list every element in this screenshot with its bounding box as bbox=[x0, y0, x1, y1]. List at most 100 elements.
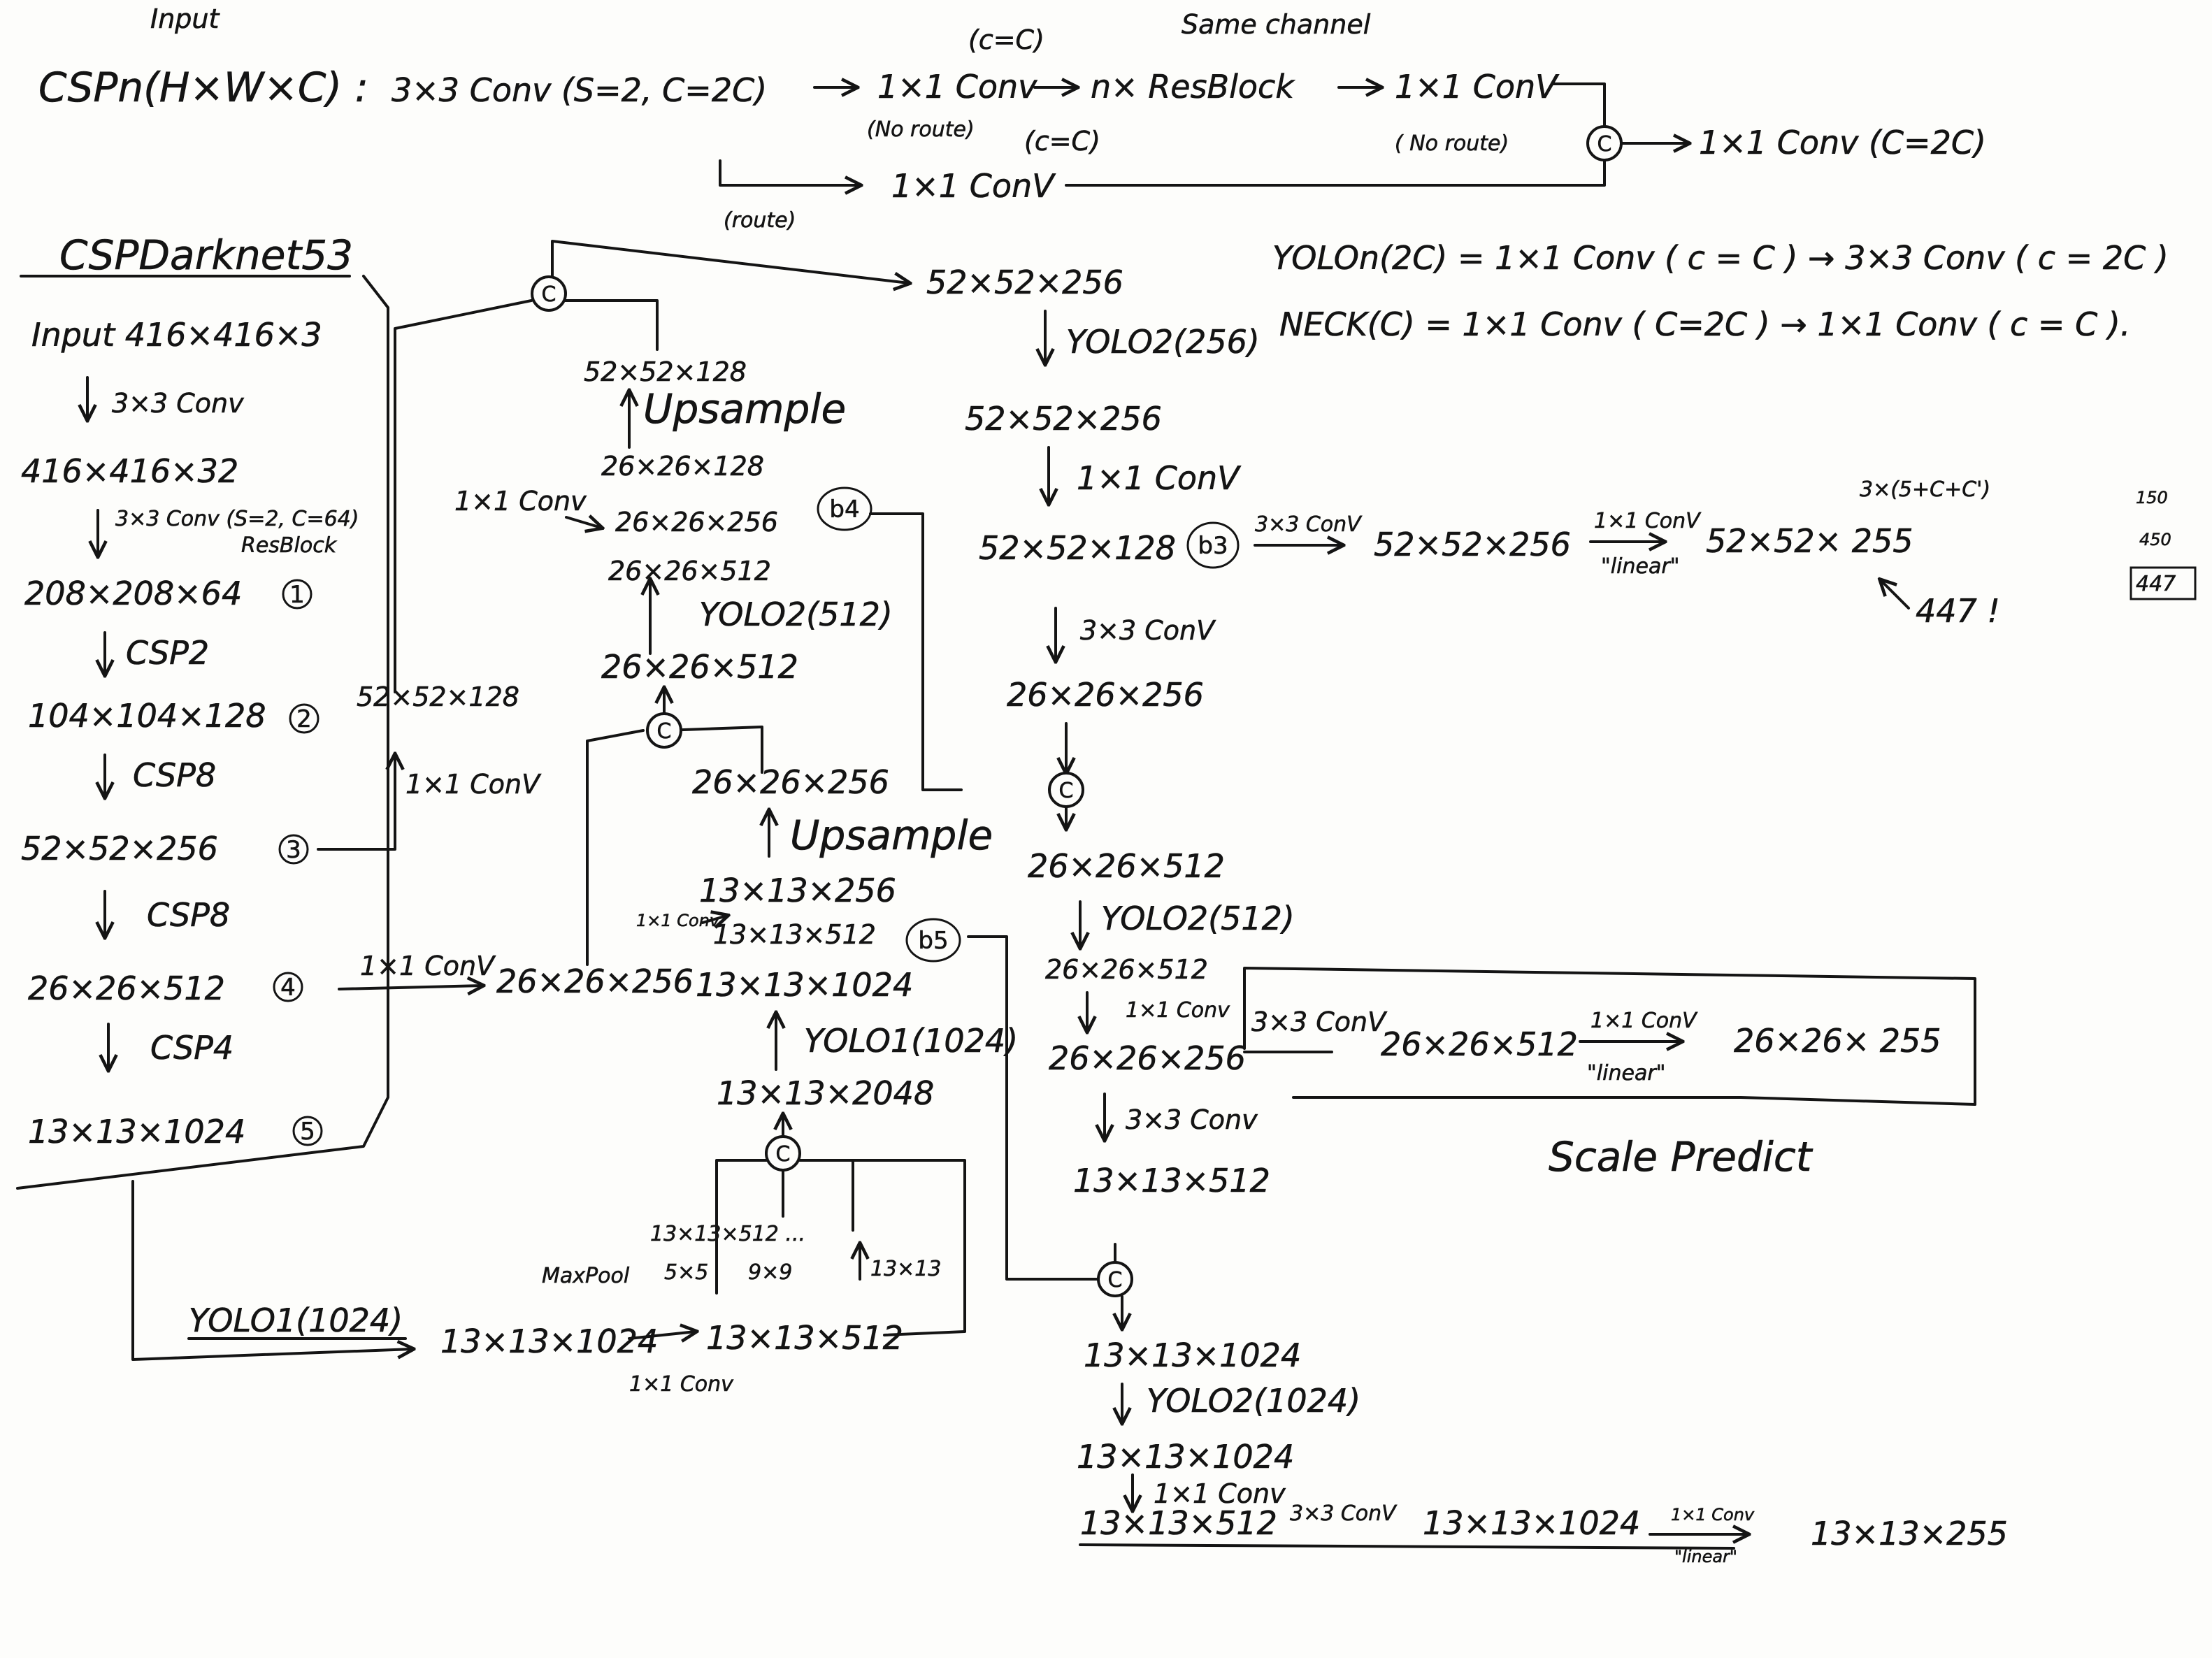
spp-num: b5 bbox=[918, 927, 948, 955]
route-52-line bbox=[317, 755, 395, 851]
head-t-52-256: 52×52×256 bbox=[926, 264, 1123, 301]
head-t-13-1024b: 13×13×1024 bbox=[1077, 1438, 1294, 1476]
head-conv-3: 3×3 ConV bbox=[1255, 512, 1363, 537]
index-circle bbox=[292, 1116, 323, 1146]
head-t-26-512b: 26×26×512 bbox=[1045, 954, 1208, 985]
head-linear: "linear" bbox=[1601, 554, 1679, 579]
backbone-t3: 104×104×128 bbox=[28, 697, 266, 735]
spp-t-26-256: 26×26×256 bbox=[692, 763, 889, 801]
head-26: 3×3 ConV 26×26×256 C 26×26×512 YOLO2(512… bbox=[1007, 607, 1976, 1181]
spp-k9: 9×9 bbox=[748, 1260, 792, 1285]
side-447: 447 bbox=[2136, 572, 2176, 596]
head-conv-lin: 1×1 ConV bbox=[1594, 509, 1702, 533]
head-conv-down2: 3×3 Conv bbox=[1126, 1104, 1258, 1135]
concat-26-label: C bbox=[1059, 779, 1074, 803]
head-t-26-512c: 26×26×512 bbox=[1381, 1025, 1578, 1063]
head-conv-26-3: 3×3 ConV bbox=[1251, 1007, 1388, 1037]
top-concat-node bbox=[531, 275, 567, 312]
mid-t-26-128: 26×26×128 bbox=[601, 451, 764, 482]
neck-definition: NECK(C) = 1×1 Conv ( C=2C ) → 1×1 Conv (… bbox=[1279, 305, 2130, 343]
spp-conv: 1×1 Conv bbox=[629, 1372, 734, 1397]
backbone-title: CSPDarknet53 bbox=[59, 231, 353, 279]
head-formula: 3×(5+C+C') bbox=[1860, 477, 1990, 502]
mid-yolo2: YOLO2(512) bbox=[699, 596, 893, 633]
csp-conv-out: 1×1 Conv (C=2C) bbox=[1699, 124, 1986, 161]
mid-conv-1x1b: 1×1 Conv bbox=[454, 486, 587, 517]
concat-13-label: C bbox=[1108, 1268, 1123, 1292]
head-t-13-out: 13×13×255 bbox=[1811, 1515, 2008, 1552]
spp-t-1024: 13×13×1024 bbox=[696, 966, 913, 1004]
route-52-conv: 1×1 ConV bbox=[405, 769, 542, 800]
route-52-branch: 52×52×128 1×1 ConV bbox=[317, 299, 542, 851]
backbone-t3-num: 2 bbox=[296, 705, 312, 733]
backbone-input: Input 416×416×3 bbox=[31, 316, 322, 354]
head-t-52-256b: 52×52×256 bbox=[965, 400, 1162, 438]
spp-t-in: 13×13×1024 bbox=[440, 1322, 658, 1360]
backbone-t2: 208×208×64 bbox=[24, 575, 242, 612]
index-circle bbox=[289, 703, 319, 734]
head-linear-26: "linear" bbox=[1587, 1061, 1665, 1086]
head-t-52-128: 52×52×128 bbox=[979, 529, 1176, 567]
scale-predict-bracket-top bbox=[1243, 967, 1976, 1106]
head-t-26-256: 26×26×256 bbox=[1007, 676, 1204, 714]
head-t-52-256c: 52×52×256 bbox=[1374, 526, 1571, 563]
csp-no-route-a: (No route) bbox=[867, 117, 975, 142]
head-t-26-256b: 26×26×256 bbox=[1049, 1039, 1246, 1077]
head-note-447: 447 ! bbox=[1916, 592, 2000, 630]
route-line bbox=[719, 159, 860, 185]
csp-concat-label: C bbox=[1597, 132, 1612, 157]
input-note: Input bbox=[150, 3, 220, 34]
backbone-op5: CSP8 bbox=[147, 896, 230, 934]
csp-c-eq-c-2: (c=C) bbox=[1024, 126, 1100, 157]
route-26-branch: 1×1 ConV 26×26×256 bbox=[338, 729, 694, 1000]
spp-t-256: 13×13×256 bbox=[699, 872, 896, 909]
head-conv-26-lin: 1×1 ConV bbox=[1590, 1009, 1698, 1033]
arrow-to-255 bbox=[1881, 580, 1910, 610]
backbone-t5-num: 4 bbox=[280, 974, 296, 1002]
head-conv-26: 1×1 Conv bbox=[1126, 998, 1230, 1023]
csp-definition: Input CSPn(H×W×C) : 3×3 Conv (S=2, C=2C)… bbox=[38, 3, 1987, 233]
mid-upsample: Upsample bbox=[643, 385, 846, 433]
route-26-conv: 1×1 ConV bbox=[360, 951, 496, 981]
side-450: 450 bbox=[2139, 530, 2171, 549]
mid-num: b4 bbox=[829, 496, 859, 524]
backbone-outline bbox=[16, 275, 389, 1190]
definitions: YOLOn(2C) = 1×1 Conv ( c = C ) → 3×3 Con… bbox=[1272, 239, 2169, 344]
head-13: 3×3 Conv 13×13×512 C 13×13×1024 YOLO2(10… bbox=[967, 935, 2008, 1566]
arrow-to-mid bbox=[628, 1332, 696, 1339]
spp-k5: 5×5 bbox=[664, 1260, 708, 1285]
backbone-t4-num: 3 bbox=[286, 836, 301, 864]
line-to-top-concat bbox=[551, 299, 659, 351]
side-447-box bbox=[2130, 566, 2197, 600]
backbone-op4: CSP8 bbox=[133, 756, 216, 794]
head-52: 52×52×256 YOLO2(256) 52×52×256 1×1 ConV … bbox=[926, 264, 2197, 630]
index-circle bbox=[278, 834, 309, 865]
backbone-t6: 13×13×1024 bbox=[28, 1113, 245, 1151]
head-conv-1: 1×1 ConV bbox=[1077, 459, 1242, 497]
head-t-13-512: 13×13×512 bbox=[1073, 1162, 1270, 1199]
backbone-t1: 416×416×32 bbox=[21, 452, 238, 490]
head-conv-down1: 3×3 ConV bbox=[1080, 615, 1216, 646]
mid-concat-label: C bbox=[657, 719, 672, 744]
spp-upsample: Upsample bbox=[790, 812, 993, 859]
csp-no-route-b: ( No route) bbox=[1395, 131, 1509, 156]
head-t-26-out: 26×26× 255 bbox=[1734, 1022, 1941, 1060]
head-num-b3: b3 bbox=[1198, 532, 1228, 560]
top-concat-label: C bbox=[542, 282, 556, 307]
arrow-to-256b bbox=[565, 517, 601, 528]
head-t-52-out: 52×52× 255 bbox=[1706, 522, 1913, 560]
csp-route-label: (route) bbox=[724, 208, 796, 233]
mid-t-52-128: 52×52×128 bbox=[584, 356, 747, 387]
spp-concat-label: C bbox=[776, 1142, 791, 1167]
scale-predict-label: Scale Predict bbox=[1549, 1133, 1814, 1181]
spp-block: YOLO1(1024) 13×13×1024 1×1 Conv 13×13×51… bbox=[131, 726, 1018, 1397]
route-26-arrow bbox=[338, 986, 482, 989]
mid-path: C 26×26×512 YOLO2(512) 26×26×512 1×1 Con… bbox=[454, 240, 963, 791]
spp-yolo1b: YOLO1(1024) bbox=[804, 1022, 1018, 1060]
spp-t-out: 13×13×2048 bbox=[717, 1074, 934, 1112]
csp-c-eq-c: (c=C) bbox=[968, 24, 1044, 55]
spp-return-line bbox=[852, 1159, 966, 1336]
backbone-column: CSPDarknet53 Input 416×416×3 3×3 Conv 41… bbox=[16, 231, 389, 1190]
backbone-op6: CSP4 bbox=[150, 1029, 234, 1067]
